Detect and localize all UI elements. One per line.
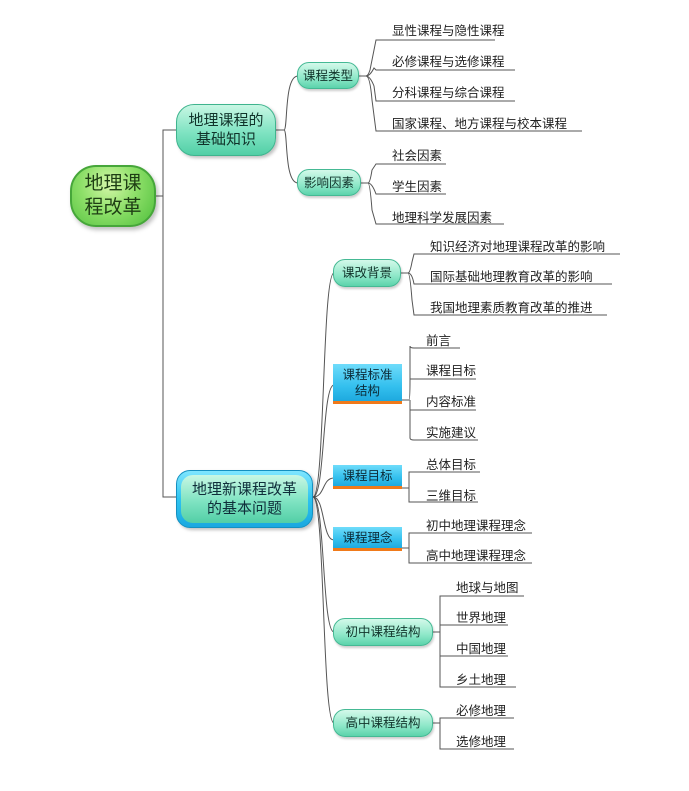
leaf-topic[interactable]: 必修课程与选修课程 xyxy=(392,54,505,69)
node-course-goals[interactable]: 课程目标 xyxy=(333,465,402,489)
leaf-topic[interactable]: 学生因素 xyxy=(392,179,443,194)
node-label: 影响因素 xyxy=(303,174,354,190)
branch-basic-knowledge[interactable]: 地理课程的基础知识 xyxy=(176,104,276,156)
leaf-topic[interactable]: 地球与地图 xyxy=(456,580,519,595)
node-label: 初中课程结构 xyxy=(345,624,421,640)
node-label: 课程理念 xyxy=(342,529,393,545)
leaf-topic[interactable]: 初中地理课程理念 xyxy=(426,518,527,533)
node-label: 高中课程结构 xyxy=(345,715,421,731)
node-course-types[interactable]: 课程类型 xyxy=(297,62,359,89)
node-course-philosophy[interactable]: 课程理念 xyxy=(333,527,402,551)
branch-new-curriculum-reform[interactable]: 地理新课程改革的基本问题 xyxy=(176,470,313,528)
leaf-topic[interactable]: 三维目标 xyxy=(426,488,477,503)
node-label: 课改背景 xyxy=(341,265,392,281)
node-senior-structure[interactable]: 高中课程结构 xyxy=(333,709,433,737)
leaf-topic[interactable]: 高中地理课程理念 xyxy=(426,548,527,563)
leaf-topic[interactable]: 分科课程与综合课程 xyxy=(392,85,505,100)
leaf-topic[interactable]: 地理科学发展因素 xyxy=(392,210,493,225)
leaf-topic[interactable]: 课程目标 xyxy=(426,363,477,378)
node-junior-structure[interactable]: 初中课程结构 xyxy=(333,618,433,646)
leaf-topic[interactable]: 知识经济对地理课程改革的影响 xyxy=(430,239,606,254)
node-standard-structure[interactable]: 课程标准结构 xyxy=(333,364,402,404)
leaf-topic[interactable]: 总体目标 xyxy=(426,457,477,472)
leaf-topic[interactable]: 选修地理 xyxy=(456,734,507,749)
leaf-topic[interactable]: 世界地理 xyxy=(456,610,507,625)
node-label: 课程类型 xyxy=(302,67,353,83)
leaf-topic[interactable]: 中国地理 xyxy=(456,641,507,656)
leaf-topic[interactable]: 国家课程、地方课程与校本课程 xyxy=(392,116,568,131)
node-influencing-factors[interactable]: 影响因素 xyxy=(297,169,361,196)
leaf-topic[interactable]: 必修地理 xyxy=(456,703,507,718)
branch-label: 地理新课程改革的基本问题 xyxy=(191,480,297,517)
leaf-topic[interactable]: 我国地理素质教育改革的推进 xyxy=(430,300,593,315)
branch-label: 地理课程的基础知识 xyxy=(188,111,264,148)
leaf-topic[interactable]: 乡土地理 xyxy=(456,672,507,687)
leaf-topic[interactable]: 前言 xyxy=(426,333,452,348)
root-topic-label: 地理课程改革 xyxy=(84,172,142,218)
leaf-topic[interactable]: 显性课程与隐性课程 xyxy=(392,23,505,38)
node-label: 课程标准结构 xyxy=(342,366,393,398)
leaf-topic[interactable]: 国际基础地理教育改革的影响 xyxy=(430,269,593,284)
root-topic[interactable]: 地理课程改革 xyxy=(70,165,156,227)
node-reform-background[interactable]: 课改背景 xyxy=(333,259,401,287)
node-label: 课程目标 xyxy=(342,467,393,483)
leaf-topic[interactable]: 社会因素 xyxy=(392,148,443,163)
leaf-topic[interactable]: 实施建议 xyxy=(426,425,477,440)
leaf-topic[interactable]: 内容标准 xyxy=(426,394,477,409)
